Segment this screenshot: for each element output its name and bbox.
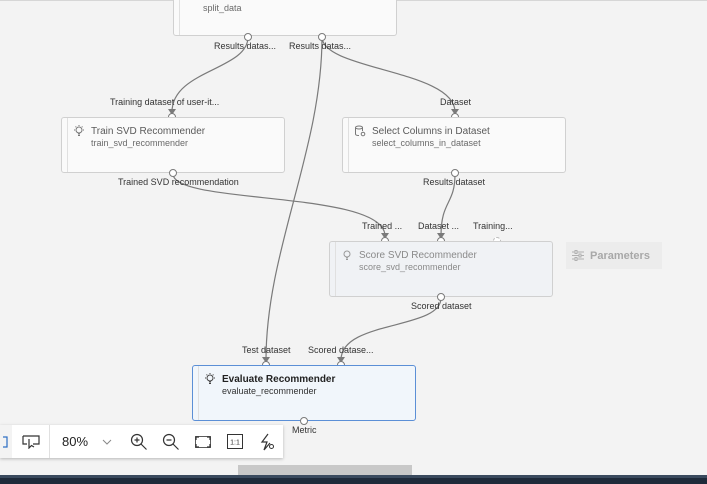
zoom-out-icon [162, 433, 179, 450]
canvas-toolbar: 80% 1:1 [0, 425, 283, 458]
output-port[interactable] [451, 169, 459, 177]
select-button[interactable] [14, 425, 48, 458]
lightbulb-icon [343, 250, 351, 260]
lightbulb-icon [74, 125, 84, 136]
node-train-svd-recommender[interactable]: Train SVD Recommender train_svd_recommen… [61, 117, 285, 173]
parameters-button[interactable]: Parameters [566, 242, 662, 269]
node-evaluate-recommender[interactable]: Evaluate Recommender evaluate_recommende… [192, 365, 416, 421]
select-icon [22, 434, 40, 449]
output-port[interactable] [169, 169, 177, 177]
port-label: Metric [292, 425, 317, 435]
bottom-bar [0, 475, 707, 484]
port-label: Results dataset [423, 177, 486, 187]
port-label: Dataset [440, 97, 472, 107]
fit-screen-button[interactable] [190, 425, 216, 458]
pan-icon [3, 435, 8, 448]
node-title: Select Columns in Dataset [372, 126, 490, 137]
svg-text:1:1: 1:1 [230, 440, 240, 447]
port-label: Results datas... [214, 41, 277, 51]
zoom-dropdown[interactable] [98, 425, 116, 458]
pan-button[interactable] [0, 425, 12, 458]
port-label: Results datas... [289, 41, 352, 51]
sliders-icon [572, 250, 584, 261]
port-label: Dataset ... [418, 221, 460, 231]
node-select-columns-in-dataset[interactable]: Select Columns in Dataset select_columns… [342, 117, 566, 173]
zoom-in-button[interactable] [126, 425, 152, 458]
zoom-out-button[interactable] [158, 425, 184, 458]
auto-layout-button[interactable] [254, 425, 280, 458]
output-port[interactable] [300, 417, 308, 425]
node-subtitle: score_svd_recommender [359, 262, 461, 272]
node-score-svd-recommender[interactable]: Score SVD Recommender score_svd_recommen… [329, 241, 553, 297]
dataset-icon [355, 125, 366, 137]
lightbulb-icon [205, 373, 215, 384]
zoom-level[interactable]: 80% [62, 434, 89, 449]
node-title: Evaluate Recommender [222, 374, 336, 385]
node-title: Score SVD Recommender [359, 250, 477, 261]
node-split-data[interactable]: split_data [173, 0, 397, 36]
zoom-in-icon [130, 433, 147, 450]
node-subtitle: select_columns_in_dataset [372, 138, 481, 148]
output-port[interactable] [244, 33, 252, 41]
horizontal-scrollbar[interactable] [238, 465, 412, 475]
output-port[interactable] [318, 33, 326, 41]
node-subtitle: evaluate_recommender [222, 386, 317, 396]
toolbar-divider [49, 425, 50, 458]
port-label: Trained ... [362, 221, 403, 231]
port-label: Scored dataset [411, 301, 472, 311]
port-label: Test dataset [242, 345, 291, 355]
node-title: Train SVD Recommender [91, 126, 206, 137]
port-label: Training... [473, 221, 513, 231]
fit-screen-icon [195, 435, 211, 448]
chevron-down-icon [102, 439, 112, 445]
auto-layout-icon [260, 433, 274, 450]
node-subtitle: train_svd_recommender [91, 138, 189, 148]
actual-size-button[interactable]: 1:1 [222, 425, 248, 458]
port-label: Trained SVD recommendation [118, 177, 239, 187]
actual-size-icon: 1:1 [227, 434, 243, 449]
node-subtitle: split_data [203, 3, 242, 13]
port-label: Training dataset of user-it... [110, 97, 220, 107]
port-label: Scored datase... [308, 345, 374, 355]
output-port[interactable] [437, 293, 445, 301]
parameters-label: Parameters [590, 250, 650, 262]
